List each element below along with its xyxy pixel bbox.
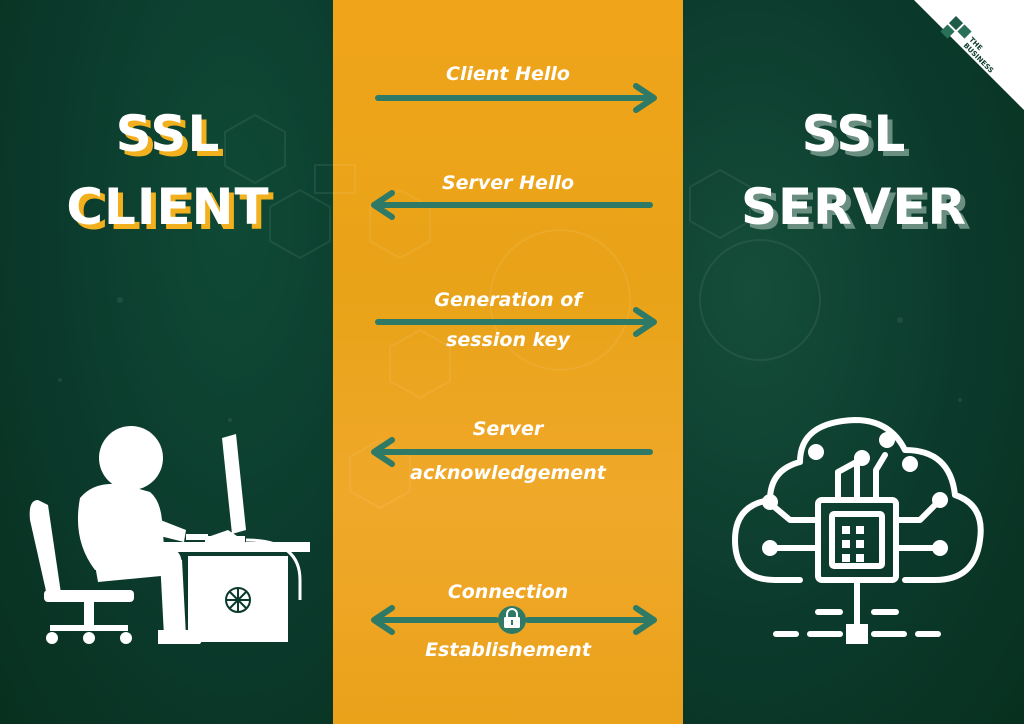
handshake-panel: [333, 0, 683, 724]
step-session-key-text-1: Generation of: [434, 289, 582, 311]
ssl-server-title-line2: SERVER: [740, 177, 968, 236]
arrow-client-hello: [375, 83, 657, 113]
step-server-ack-line1: Server: [333, 409, 683, 449]
padlock-icon: [498, 606, 526, 634]
ssl-client-title: SSL CLIENT: [18, 98, 318, 243]
step-server-hello-text: Server Hello: [441, 172, 575, 194]
ssl-server-title-line1: SSL: [801, 105, 907, 163]
step-connection-line1: Connection: [333, 572, 683, 612]
server-panel: [683, 0, 1024, 724]
step-connection-text-1: Connection: [447, 581, 569, 603]
arrow-server-hello: [371, 190, 653, 220]
the-business-blocks-logo: THE BUSINESS BLOCKS: [914, 0, 1024, 110]
step-connection-text-2: Establishement: [425, 639, 591, 661]
ssl-client-title-line1: SSL: [115, 105, 221, 163]
step-session-key-line1: Generation of: [333, 280, 683, 320]
step-connection-line2: Establishement: [333, 630, 683, 670]
step-session-key-text-2: session key: [446, 329, 570, 351]
arrow-server-ack: [371, 437, 653, 467]
step-client-hello: Client Hello: [333, 54, 683, 94]
step-session-key-line2: session key: [333, 320, 683, 360]
arrow-connection: [371, 605, 657, 635]
step-server-ack-text-2: acknowledgement: [410, 462, 606, 484]
arrow-session-key: [375, 307, 657, 337]
step-client-hello-text: Client Hello: [446, 63, 570, 85]
step-server-ack-text-1: Server: [472, 418, 544, 440]
step-server-ack-line2: acknowledgement: [333, 453, 683, 493]
ssl-server-title: SSL SERVER: [704, 98, 1004, 243]
ssl-client-title-line2: CLIENT: [66, 177, 270, 236]
step-server-hello: Server Hello: [333, 163, 683, 203]
